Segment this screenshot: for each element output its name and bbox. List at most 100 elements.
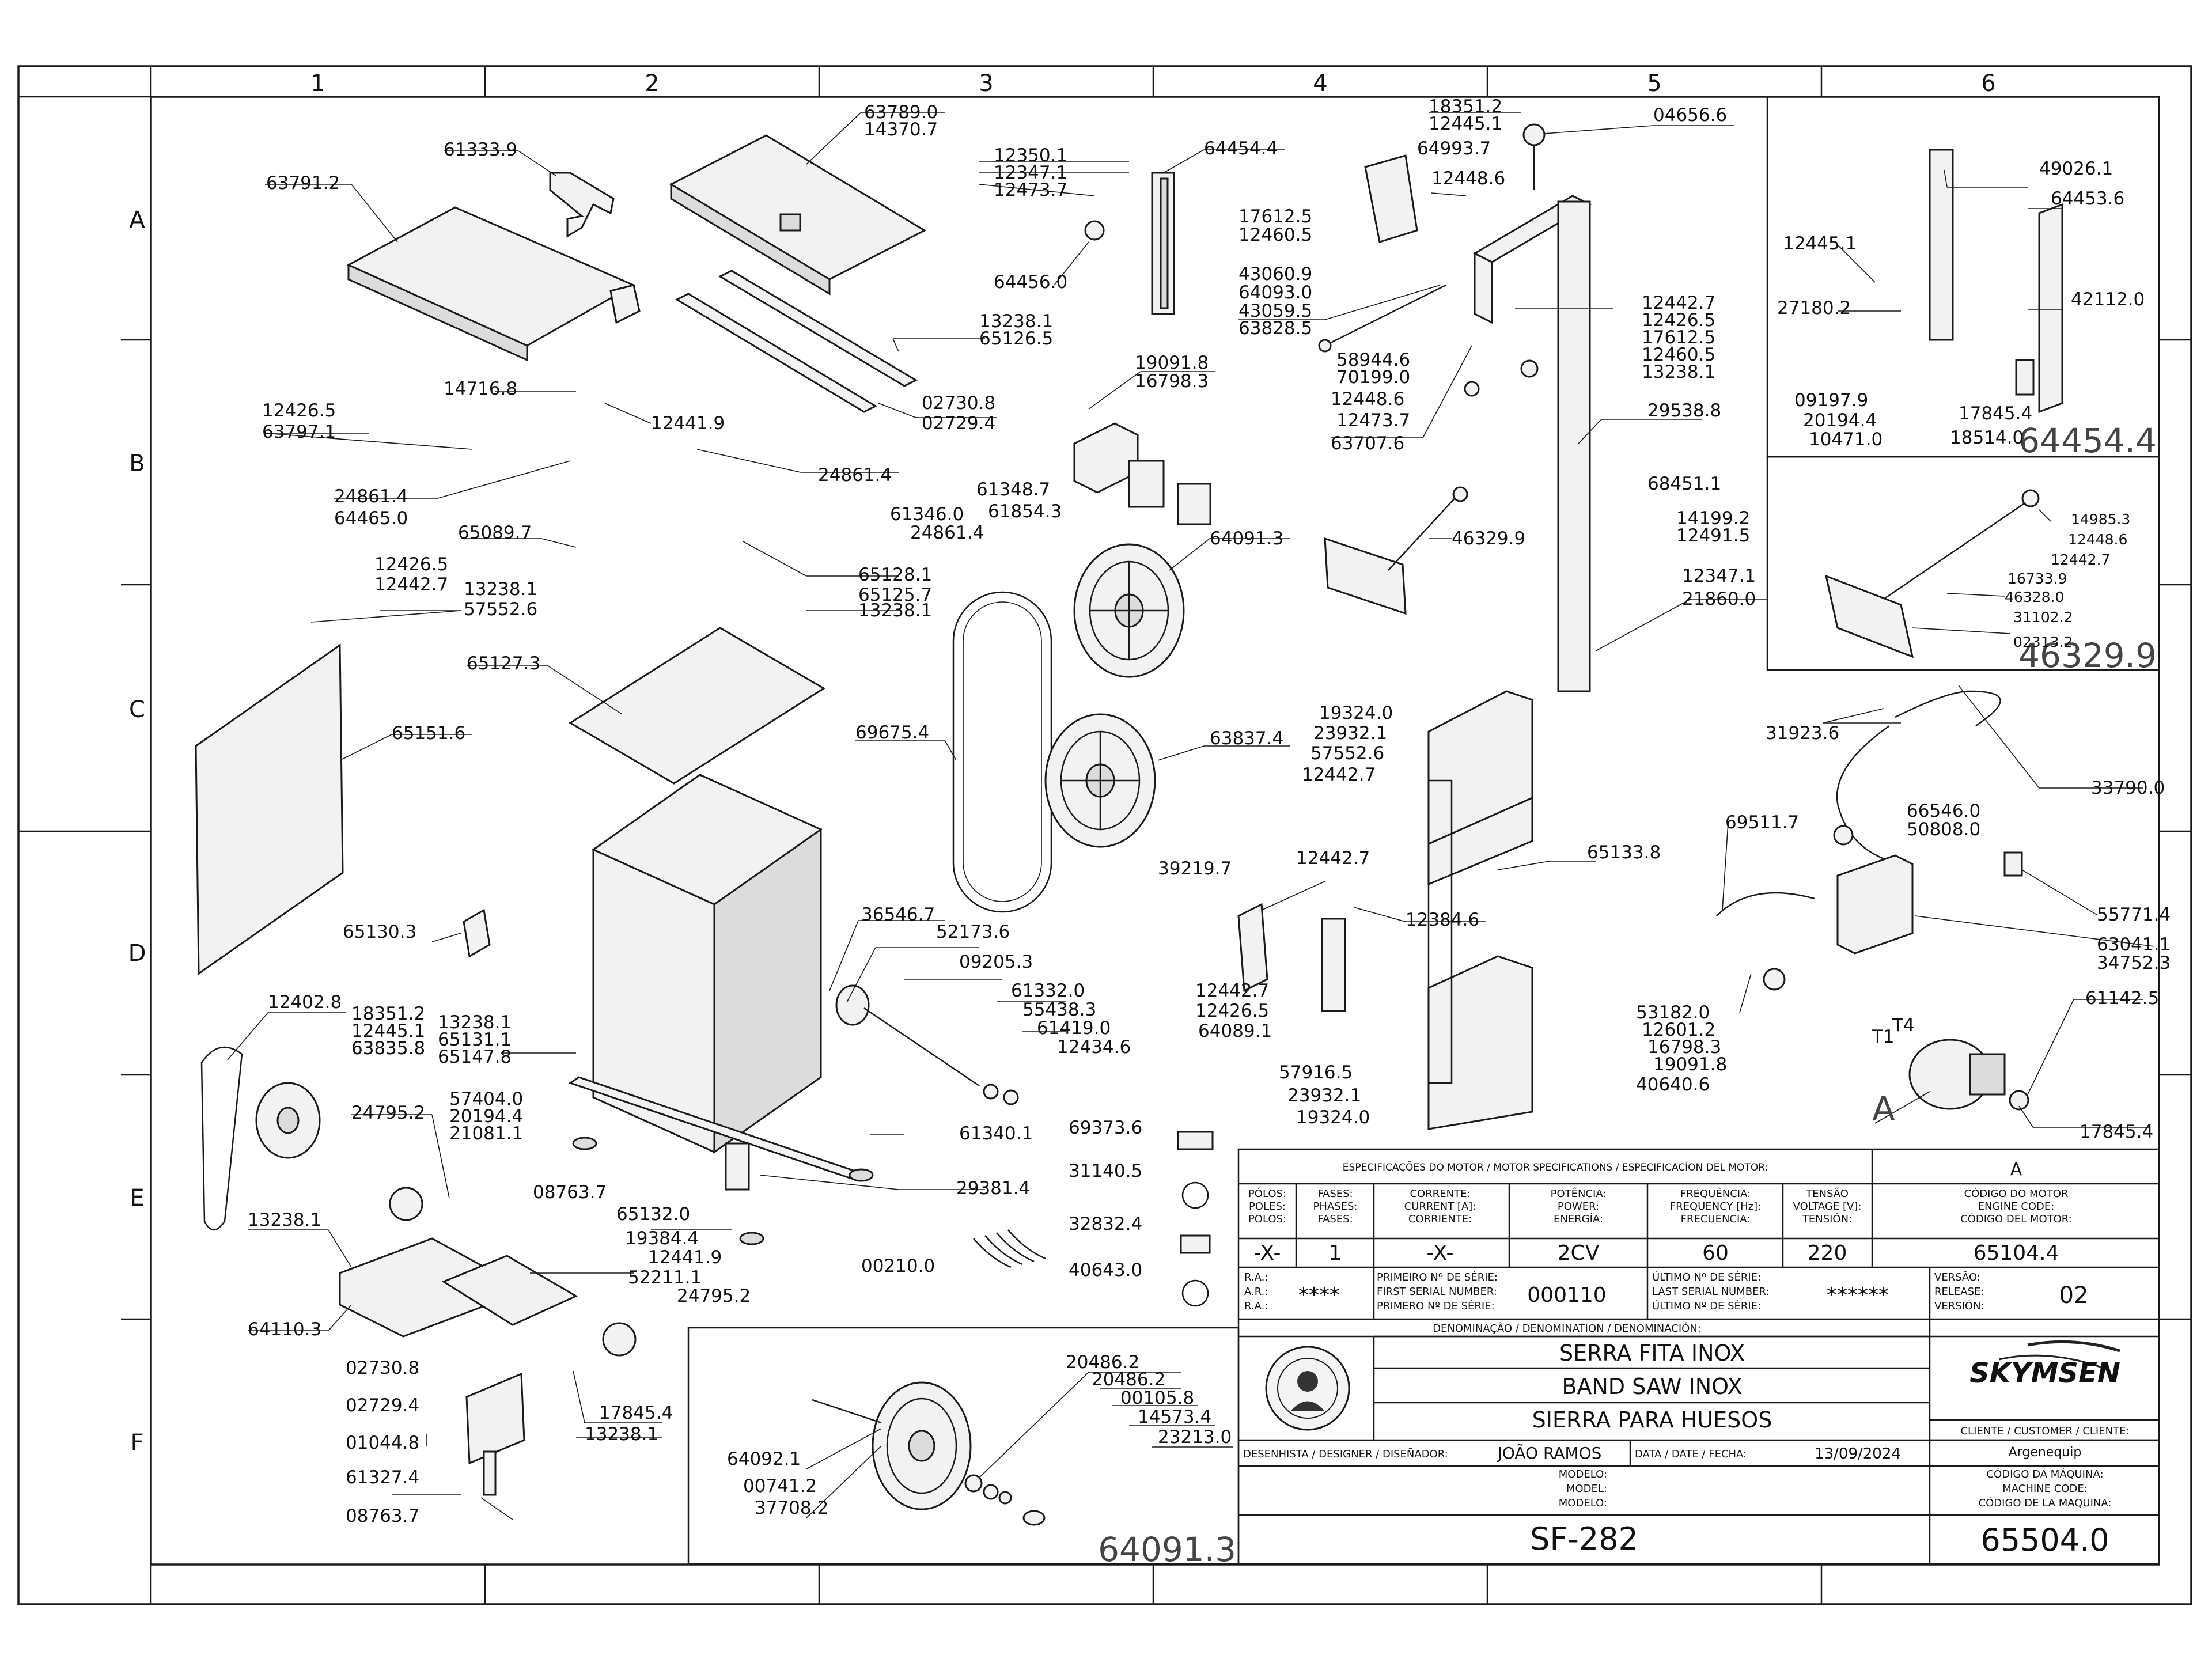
callout-63707-6: 63707.6: [1331, 433, 1404, 454]
callout-55438-3: 55438.3: [1022, 999, 1096, 1020]
callout-64454-4: 64454.4: [1204, 138, 1278, 159]
callout-31102-2: 31102.2: [2013, 609, 2073, 626]
power-label-es: ENERGÍA:: [1554, 1213, 1603, 1225]
current-value: -X-: [1426, 1241, 1453, 1265]
callout-12445-1-c: 12445.1: [1783, 233, 1857, 254]
part-door-handle-plate: [1364, 123, 1546, 243]
poles-value: -X-: [1253, 1241, 1281, 1265]
callout-14985-3: 14985.3: [2071, 511, 2130, 528]
machine-code-label-en: MACHINE CODE:: [2002, 1483, 2088, 1495]
part-table-rails: [675, 270, 918, 413]
callout-12491-5: 12491.5: [1676, 525, 1750, 546]
part-guide-column-detail: [1929, 149, 2063, 414]
callout-61333-9: 61333.9: [444, 139, 517, 160]
callout-21081-1: 21081.1: [449, 1123, 523, 1144]
callout-12350-1: 12350.1: [994, 145, 1067, 166]
callout-12473-7: 12473.7: [994, 180, 1067, 200]
callout-52211-1: 52211.1: [628, 1267, 702, 1288]
callout-29538-8: 29538.8: [1647, 400, 1721, 421]
callout-14716-8: 14716.8: [444, 378, 517, 399]
part-upper-wheel: [1073, 543, 1185, 678]
part-guide-bracket-61333: [549, 172, 615, 238]
voltage-value: 220: [1808, 1241, 1847, 1265]
poles-label-pt: PÓLOS:: [1248, 1187, 1286, 1200]
callout-40643-0: 40643.0: [1069, 1260, 1142, 1281]
callout-64456-0: 64456.0: [994, 272, 1067, 293]
last-serial-label-en: LAST SERIAL NUMBER:: [1652, 1286, 1769, 1298]
callout-12473-7-b: 12473.7: [1336, 410, 1410, 431]
callout-16798-3: 16798.3: [1135, 371, 1209, 392]
freq-label-es: FRECUENCIA:: [1681, 1213, 1751, 1225]
callout-61419-0: 61419.0: [1037, 1018, 1111, 1039]
grid-col-1: 1: [310, 70, 325, 97]
callout-63828-5: 63828.5: [1238, 318, 1312, 339]
motor-code-label-pt: CÓDIGO DO MOTOR: [1964, 1187, 2069, 1200]
callout-13238-1: 13238.1: [1642, 362, 1715, 382]
skymsen-logo: SKYMSEN: [1969, 1340, 2120, 1389]
callout-12448-6: 12448.6: [1431, 168, 1505, 189]
part-bottom-wheel-detail: [812, 1381, 1046, 1526]
detail-ref-46329-9: 46329.9: [2018, 636, 2157, 675]
callout-19324-0: 19324.0: [1319, 703, 1393, 724]
callout-00210-0: 00210.0: [861, 1256, 935, 1277]
ra-label-en: A.R.:: [1244, 1286, 1268, 1298]
brand-logo-text: SKYMSEN: [1969, 1357, 2120, 1389]
part-motor-belt: [200, 1046, 243, 1231]
callout-65132-0: 65132.0: [616, 1204, 690, 1225]
callout-23932-1-b: 23932.1: [1287, 1085, 1361, 1106]
callout-50808-0: 50808.0: [1907, 819, 1980, 840]
callout-12442-7-b: 12442.7: [374, 574, 448, 595]
callout-64089-1: 64089.1: [1198, 1021, 1272, 1041]
callout-12460-5: 12460.5: [1238, 225, 1312, 245]
poles-label-es: POLOS:: [1248, 1213, 1286, 1225]
freq-label-pt: FREQUÊNCIA:: [1680, 1187, 1751, 1200]
version-label-es: VERSIÓN:: [1934, 1300, 1984, 1312]
callout-12426-5-d: 12426.5: [1195, 1001, 1269, 1021]
part-side-panel: [195, 643, 344, 975]
callout-65126-5: 65126.5: [979, 328, 1053, 349]
callout-12445-1-b: 12445.1: [351, 1021, 425, 1041]
phases-value: 1: [1329, 1241, 1342, 1265]
callout-70199-0: 70199.0: [1336, 367, 1410, 388]
phases-label-es: FASES:: [1317, 1213, 1353, 1225]
callout-65128-1: 65128.1: [858, 565, 932, 585]
title-block: ESPECIFICAÇÕES DO MOTOR / MOTOR SPECIFIC…: [1237, 1148, 2160, 1565]
callout-61348-7: 61348.7: [976, 479, 1050, 500]
callout-12434-6: 12434.6: [1057, 1037, 1131, 1058]
callout-64091-3: 64091.3: [1210, 528, 1283, 549]
version-label-en: RELEASE:: [1934, 1286, 1984, 1298]
callout-12441-9-b: 12441.9: [648, 1247, 722, 1268]
freq-label-en: FREQUENCY [Hz]:: [1670, 1200, 1761, 1213]
callout-13238-1-c: 13238.1: [464, 579, 537, 600]
callout-65147-8: 65147.8: [438, 1047, 512, 1067]
callout-61346-0: 61346.0: [890, 504, 964, 525]
grid-col-5: 5: [1647, 70, 1661, 97]
callout-42112-0: 42112.0: [2071, 289, 2145, 310]
frequency-value: 60: [1702, 1241, 1729, 1265]
current-label-pt: CORRENTE:: [1410, 1188, 1470, 1200]
callout-66546-0: 66546.0: [1907, 801, 1980, 821]
callout-63835-8: 63835.8: [351, 1038, 425, 1059]
poles-label-en: POLES:: [1249, 1200, 1286, 1213]
callout-65131-1: 65131.1: [438, 1029, 512, 1050]
callout-18351-2-b: 18351.2: [351, 1003, 425, 1024]
callout-61340-1: 61340.1: [959, 1123, 1033, 1144]
part-brushes-00210: [973, 1229, 1046, 1268]
grid-row-e: E: [130, 1185, 144, 1211]
designer-value: JOÃO RAMOS: [1497, 1444, 1602, 1463]
callout-12442-7-c: 12442.7: [1302, 764, 1376, 785]
ra-label-es: R.A.:: [1244, 1300, 1268, 1312]
callout-20194-4: 20194.4: [449, 1106, 523, 1127]
callout-12442-7-e: 12442.7: [1195, 980, 1269, 1001]
denomination-header: DENOMINAÇÃO / DENOMINATION / DENOMINACIÓ…: [1433, 1322, 1701, 1335]
part-motor-plate-61327: [465, 1372, 525, 1496]
power-value: 2CV: [1558, 1241, 1600, 1265]
name-en: BAND SAW INOX: [1562, 1374, 1742, 1399]
callout-21860-0: 21860.0: [1682, 589, 1756, 609]
part-table-top: [346, 206, 641, 362]
part-blade-guide-bracket: [1237, 903, 1346, 1012]
callout-17612-5: 17612.5: [1238, 206, 1312, 227]
part-motor-mount: [339, 1187, 637, 1357]
grid-row-f: F: [130, 1430, 143, 1456]
